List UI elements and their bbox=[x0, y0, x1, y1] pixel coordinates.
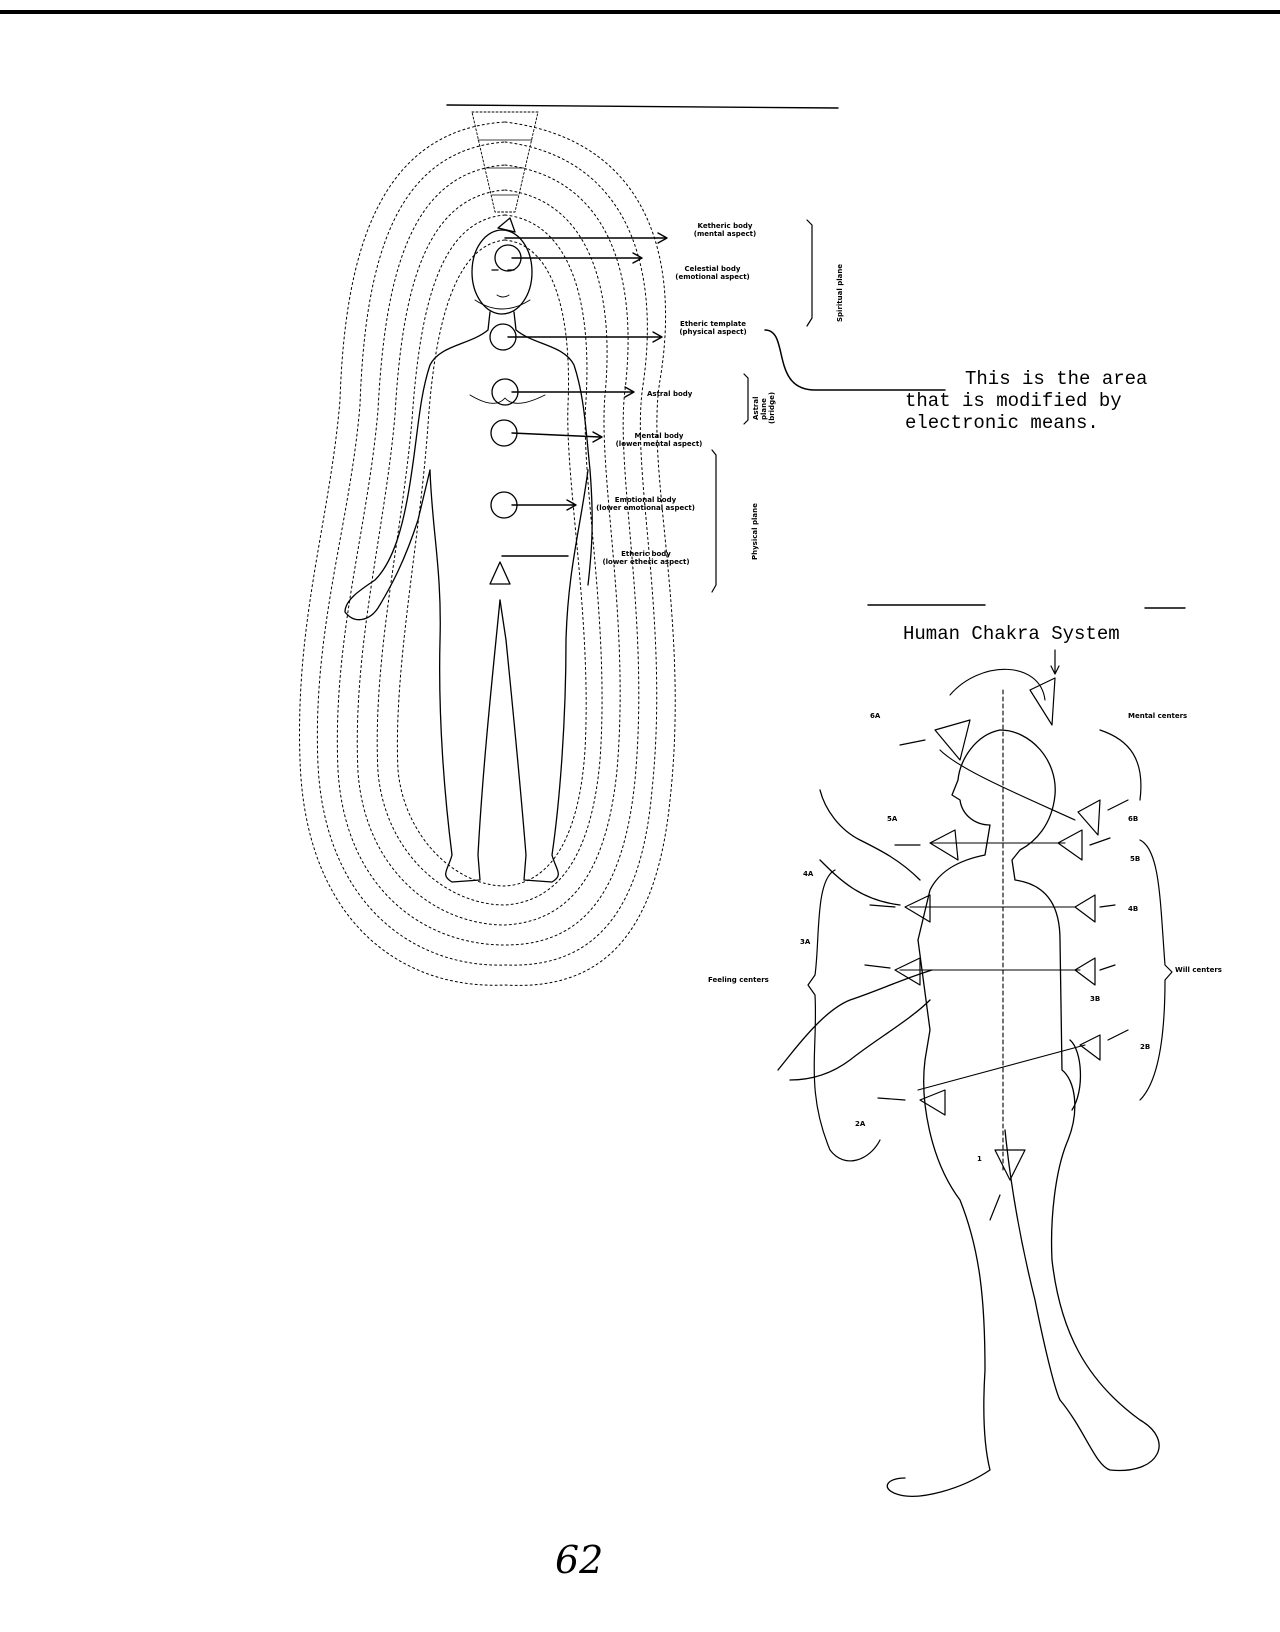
label-feeling-centers: Feeling centers bbox=[708, 976, 769, 984]
label-spiritual-plane: Spiritual plane bbox=[836, 263, 844, 322]
chakra-arrows bbox=[864, 649, 1129, 1221]
chakra-cones bbox=[894, 677, 1101, 1181]
label-astral-plane-2: plane bbox=[760, 398, 768, 420]
aura-contours bbox=[299, 121, 676, 986]
annotation-connector bbox=[764, 329, 946, 391]
label-astral-plane-3: (bridge) bbox=[768, 391, 776, 424]
label-celestial: Celestial body (emotional aspect) bbox=[675, 265, 750, 281]
top-rule bbox=[0, 10, 1280, 14]
label-will-centers: Will centers bbox=[1175, 966, 1222, 974]
label-astral: Astral body bbox=[647, 390, 693, 398]
aura-chakra-circles bbox=[489, 217, 522, 585]
chakra-code-2a: 2A bbox=[855, 1120, 866, 1128]
chakra-code-6b: 6B bbox=[1128, 815, 1139, 823]
aura-body-outline bbox=[344, 229, 593, 883]
chakra-code-1: 1 bbox=[977, 1155, 982, 1163]
label-emotional: Emotional body (lower emotional aspect) bbox=[596, 496, 695, 512]
chakra-code-5b: 5B bbox=[1130, 855, 1141, 863]
label-ketheric: Ketheric body (mental aspect) bbox=[693, 222, 757, 238]
page-number: 62 bbox=[555, 1538, 604, 1582]
chakra-links bbox=[899, 668, 1086, 1171]
chakra-code-6a: 6A bbox=[870, 712, 881, 720]
annotation-line-1: This is the area bbox=[965, 368, 1148, 390]
label-etheric: Etheric body (lower etheric aspect) bbox=[602, 550, 690, 566]
chakra-code-2b: 2B bbox=[1140, 1043, 1151, 1051]
chakra-body-outline bbox=[777, 729, 1160, 1497]
chakra-code-4b: 4B bbox=[1128, 905, 1139, 913]
annotation-line-3: electronic means. bbox=[905, 412, 1099, 434]
chakra-code-3a: 3A bbox=[800, 938, 811, 946]
label-mental: Mental body (lower mental aspect) bbox=[615, 432, 703, 448]
label-physical-plane: Physical plane bbox=[751, 503, 759, 560]
chakra-brackets bbox=[807, 729, 1173, 1162]
label-astral-plane-1: Astral bbox=[752, 396, 760, 420]
annotation-line-2: that is modified by bbox=[905, 390, 1122, 412]
chakra-code-5a: 5A bbox=[887, 815, 898, 823]
plane-brackets bbox=[711, 219, 813, 593]
chakra-code-4a: 4A bbox=[803, 870, 814, 878]
label-mental-centers: Mental centers bbox=[1128, 712, 1188, 720]
label-etheric-template: Etheric template (physical aspect) bbox=[679, 320, 747, 336]
chakra-code-3b: 3B bbox=[1090, 995, 1101, 1003]
chakra-title: Human Chakra System bbox=[903, 623, 1120, 645]
aura-leader-arrows bbox=[501, 232, 668, 557]
